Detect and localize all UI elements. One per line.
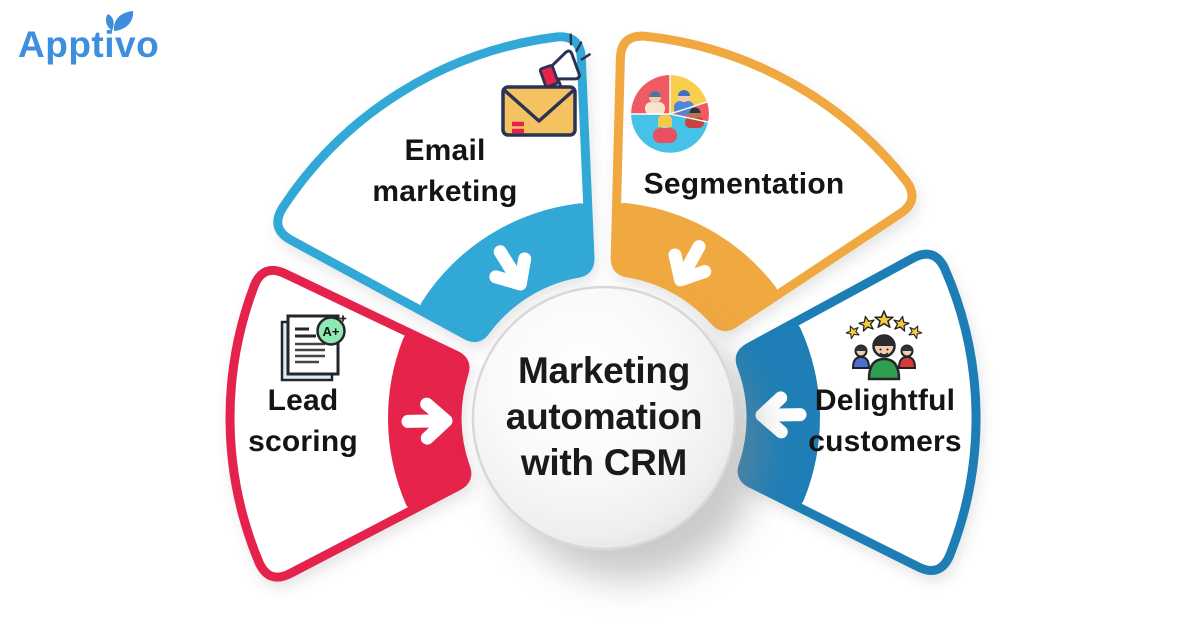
arrow-to-center-icon (489, 245, 532, 291)
center-title-line: automation (505, 396, 703, 437)
center-title-line: with CRM (520, 442, 688, 483)
label-line: Email (404, 134, 486, 167)
customer-rating-icon (845, 310, 923, 381)
apptivo-logo: Apptivo (18, 11, 159, 65)
logo-leaf-icon (113, 11, 134, 31)
center-circle (471, 285, 737, 551)
label-email-marketing: Email marketing (372, 130, 517, 212)
label-delightful-customers: Delightful customers (808, 380, 962, 462)
a-plus-badge: A+ (323, 324, 340, 339)
arrow-to-center-icon (401, 397, 453, 445)
label-line: scoring (248, 425, 358, 458)
petals-layer (225, 31, 981, 582)
lead-scoring-document-icon: A+ (280, 314, 347, 382)
label-line: marketing (372, 175, 518, 208)
segmented-customers-icon (631, 75, 709, 153)
label-lead-scoring: Lead scoring (248, 380, 358, 462)
logo-leaf-icon (105, 14, 114, 31)
label-line: Segmentation (643, 167, 845, 201)
label-segmentation: Segmentation (644, 164, 845, 205)
label-line: Delightful (814, 384, 956, 417)
label-line: customers (808, 425, 962, 458)
center-title: Marketing automation with CRM (505, 348, 703, 486)
petal-inner-band (615, 202, 778, 328)
logo-text: Apptivo (18, 24, 159, 65)
label-line: Lead (267, 384, 339, 417)
arrow-to-center-icon (755, 391, 807, 439)
center-title-line: Marketing (517, 350, 691, 391)
arrow-to-center-icon (668, 240, 712, 287)
email-megaphone-icon (501, 33, 591, 137)
